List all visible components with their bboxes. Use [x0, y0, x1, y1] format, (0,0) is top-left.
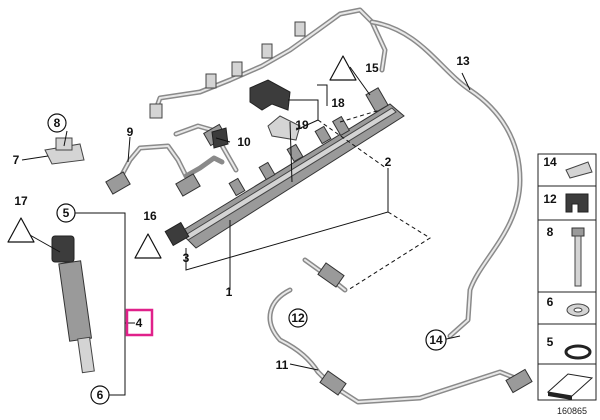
legend-label: 14: [543, 155, 557, 169]
hose-clamp-icon: [565, 161, 593, 179]
injector: [51, 235, 95, 374]
callout-10: 10: [237, 135, 251, 149]
callout-3: 3: [183, 251, 190, 265]
injector-head: [51, 235, 75, 263]
union-nut: [319, 370, 347, 396]
callout-2: 2: [385, 155, 392, 169]
callout-12: 12: [291, 311, 305, 325]
injector-nozzle: [77, 336, 95, 374]
callout-6: 6: [97, 388, 104, 402]
legend-label: 12: [543, 192, 557, 206]
pipe-11: [267, 257, 533, 405]
union-nut: [505, 368, 533, 394]
callout-4: 4: [136, 316, 143, 330]
bracket-18: [249, 79, 291, 111]
bolt-icon: [571, 227, 585, 287]
rail-port: [258, 161, 276, 181]
rail-sensor: [164, 221, 190, 247]
legend-label: 5: [547, 335, 554, 349]
callout-9: 9: [127, 125, 134, 139]
o-ring-icon: [564, 344, 592, 360]
callout-11: 11: [276, 358, 289, 372]
rail-highlight: [183, 107, 397, 241]
callout-17: 17: [14, 194, 28, 208]
warning-icon-15: 15: [329, 55, 379, 81]
union-nut: [317, 262, 345, 288]
callout-14: 14: [429, 333, 443, 347]
highlight-frame: [125, 308, 154, 337]
callout-13: 13: [456, 54, 470, 68]
warning-icon-17: 17: [7, 194, 35, 243]
parts-legend: 14 12 8 6 5: [537, 153, 597, 401]
line-clip: [231, 61, 243, 77]
legend-label: 6: [547, 295, 554, 309]
callout-5: 5: [63, 206, 70, 220]
leader-lines: [20, 66, 471, 396]
union-nut: [175, 173, 201, 197]
return-line: [149, 7, 388, 119]
callout-18: 18: [331, 96, 345, 110]
callout-15: 15: [365, 61, 379, 75]
callout-1: 1: [226, 285, 233, 299]
holder-10: [211, 127, 229, 149]
bracket-19: [267, 115, 301, 141]
line-clip: [294, 21, 306, 37]
legend-label: 8: [547, 225, 554, 239]
callout-16: 16: [143, 209, 157, 223]
warning-icon-16: 16: [134, 209, 162, 259]
union-nut: [105, 171, 131, 195]
callout-8: 8: [54, 116, 61, 130]
rail-port: [228, 177, 246, 197]
rail-port: [314, 125, 332, 145]
rail-port: [331, 115, 351, 137]
rubber-mount-icon: [565, 193, 589, 213]
injector-body: [58, 260, 93, 342]
pressure-valve: [365, 87, 389, 113]
diagram-number: 160865: [557, 406, 587, 416]
line-clip: [261, 43, 273, 59]
spacer-icon: [546, 373, 594, 397]
callout-7: 7: [13, 153, 20, 167]
hose-13: [369, 19, 523, 339]
line-clip: [205, 73, 217, 89]
line-clip: [149, 103, 163, 119]
callout-19: 19: [295, 118, 309, 132]
